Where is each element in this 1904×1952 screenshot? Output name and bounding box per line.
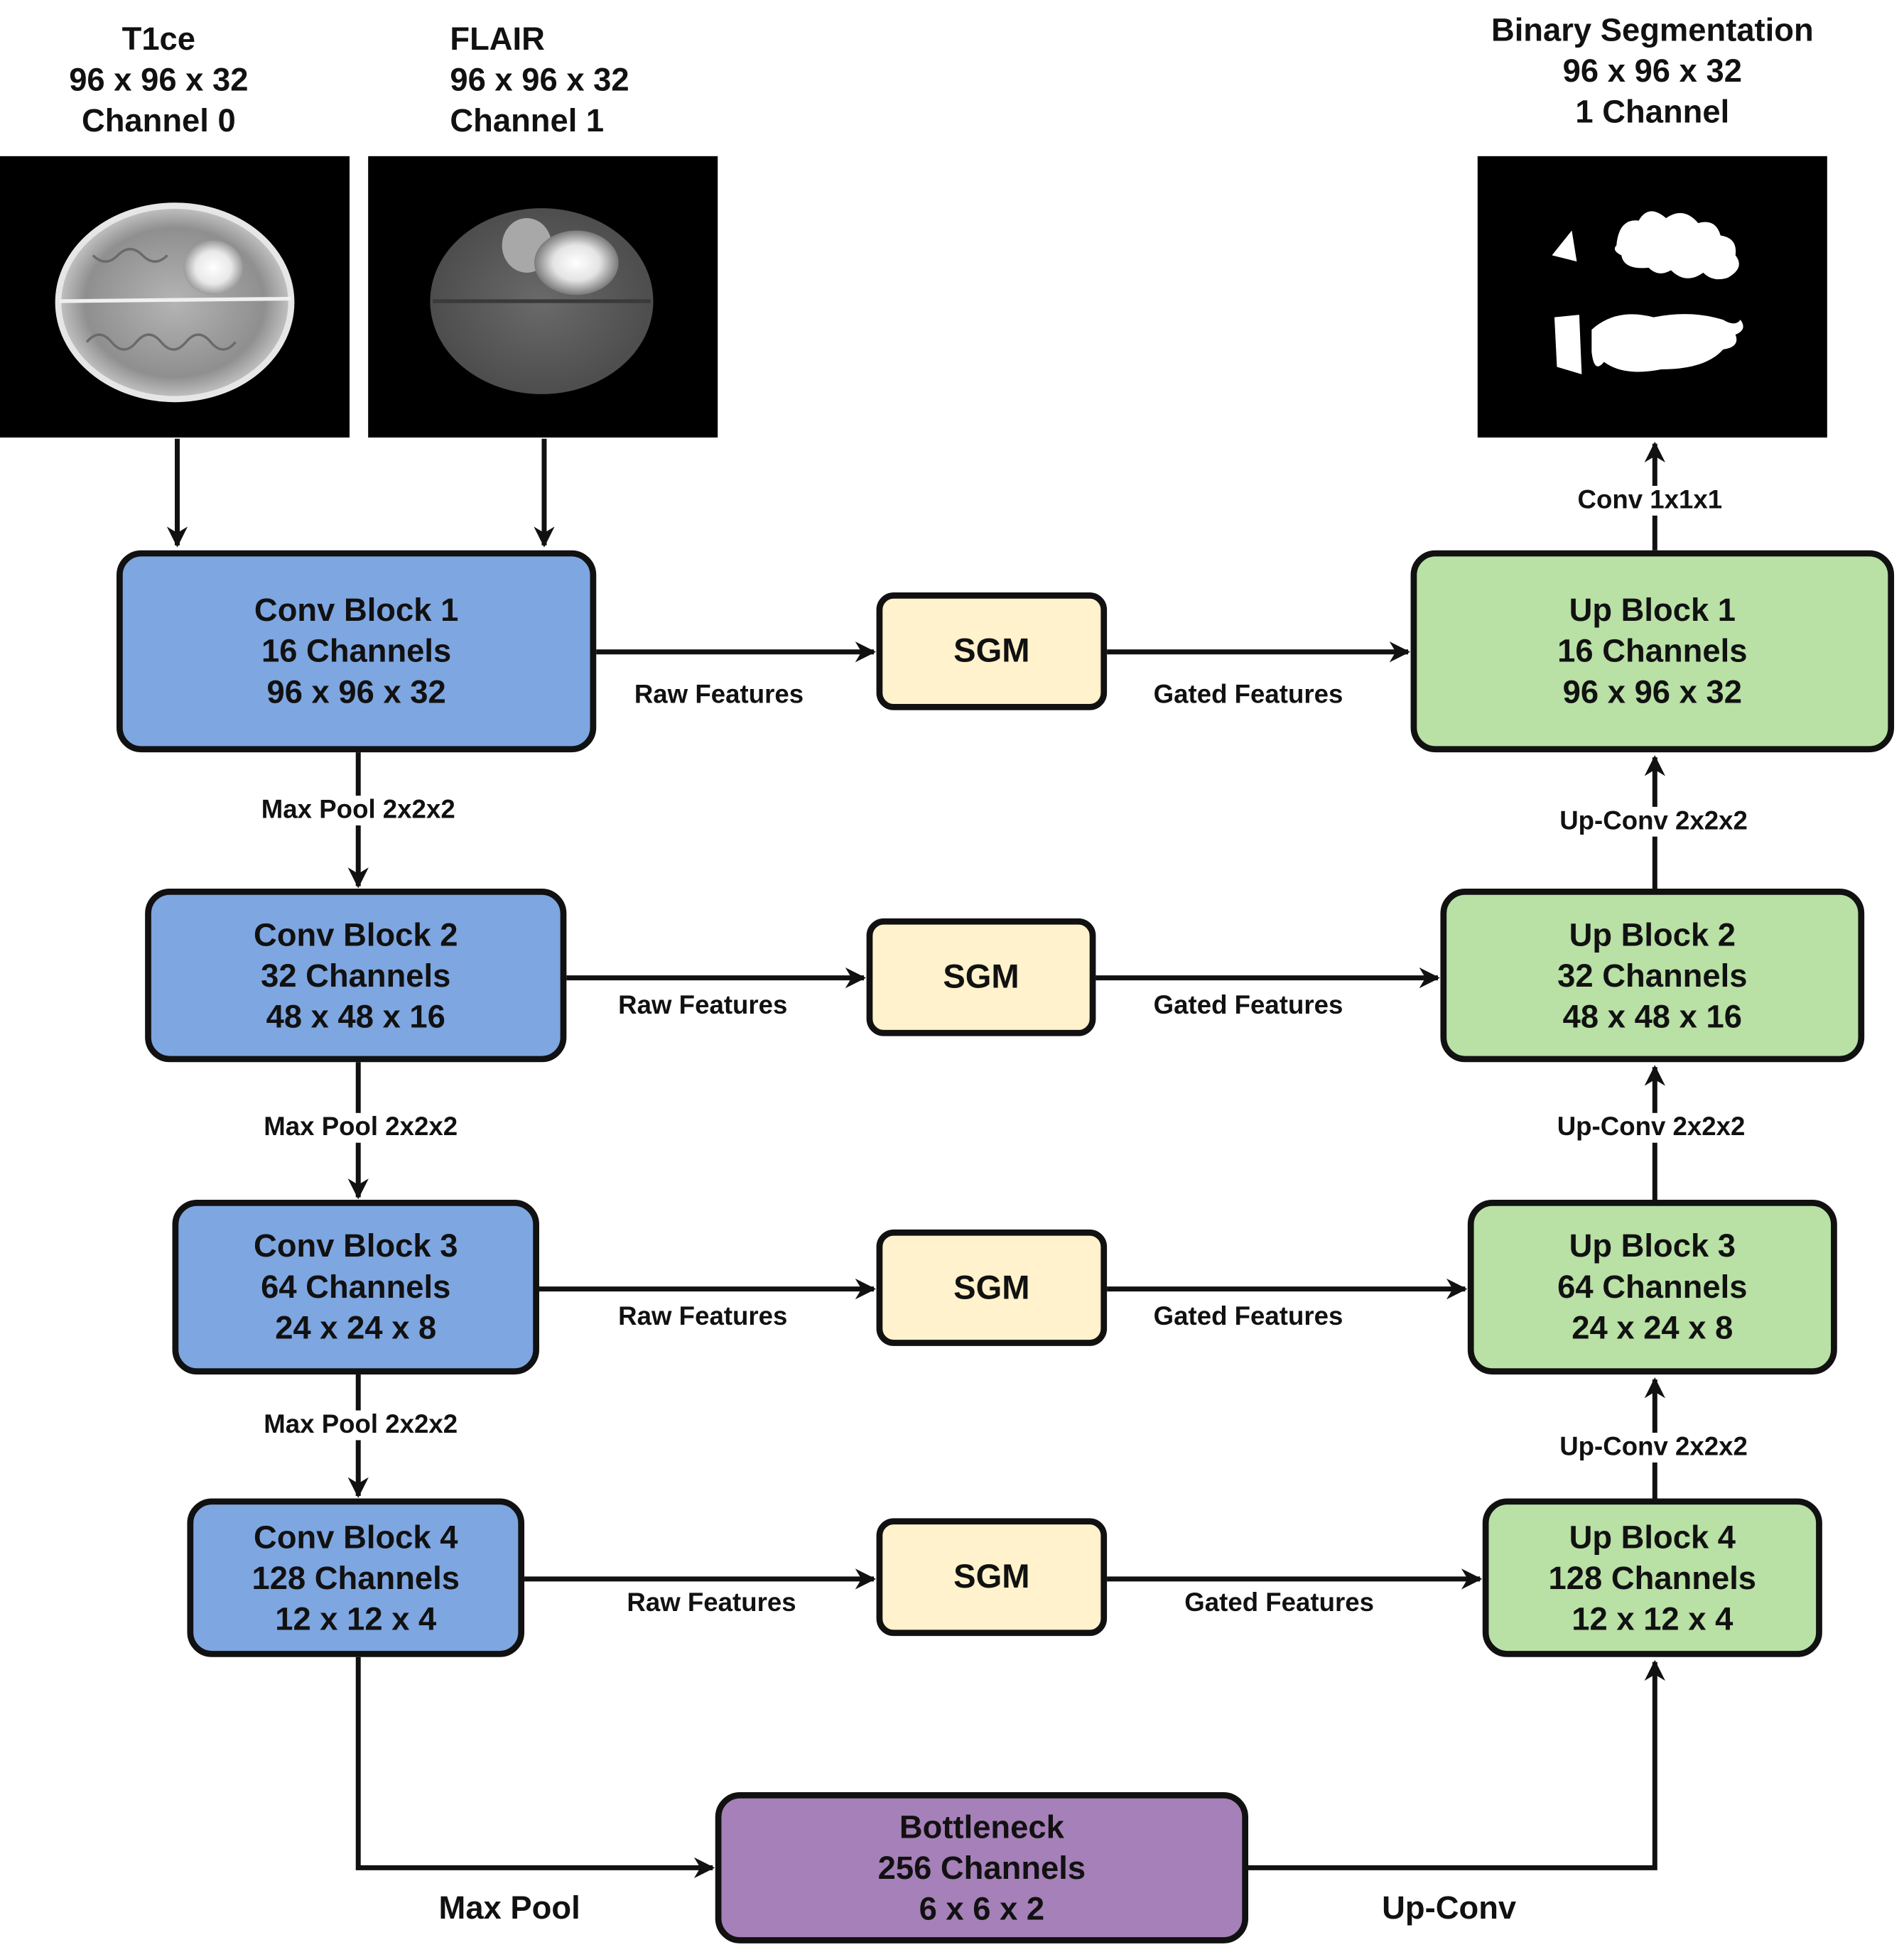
block-channels: 32 Channels xyxy=(1557,956,1748,994)
arrow-conv4-to-bottleneck xyxy=(355,1657,715,1879)
sgm-label: SGM xyxy=(953,631,1030,670)
sgm-block-1: SGM xyxy=(876,592,1108,710)
up-block-3: Up Block 3 64 Channels 24 x 24 x 8 xyxy=(1467,1199,1837,1374)
conv-block-1: Conv Block 1 16 Channels 96 x 96 x 32 xyxy=(117,550,597,753)
up-block-2: Up Block 2 32 Channels 48 x 48 x 16 xyxy=(1440,889,1865,1063)
raw-features-label-4: Raw Features xyxy=(627,1588,796,1617)
input-name: T1ce xyxy=(121,19,196,58)
gated-features-label-4: Gated Features xyxy=(1184,1588,1375,1617)
input-caption-flair: FLAIR 96 x 96 x 32 Channel 1 xyxy=(450,18,629,141)
sgm-label: SGM xyxy=(943,958,1019,996)
raw-features-label-2: Raw Features xyxy=(618,991,788,1020)
block-title: Conv Block 3 xyxy=(254,1227,458,1264)
block-size: 96 x 96 x 32 xyxy=(1562,673,1742,710)
block-title: Up Block 3 xyxy=(1569,1227,1736,1264)
block-title: Up Block 1 xyxy=(1569,591,1736,629)
sgm-block-3: SGM xyxy=(876,1229,1108,1346)
block-title: Conv Block 2 xyxy=(254,915,458,953)
block-title: Conv Block 4 xyxy=(254,1517,458,1555)
raw-features-label-1: Raw Features xyxy=(634,680,804,710)
gated-features-label-3: Gated Features xyxy=(1153,1302,1343,1331)
input-channel: Channel 1 xyxy=(450,102,605,139)
block-size: 12 x 12 x 4 xyxy=(275,1599,437,1637)
bottleneck-block: Bottleneck 256 Channels 6 x 6 x 2 xyxy=(715,1791,1249,1943)
conv-block-4: Conv Block 4 128 Channels 12 x 12 x 4 xyxy=(187,1498,525,1657)
upconv-label-3: Up-Conv 2x2x2 xyxy=(1557,1432,1751,1463)
block-channels: 16 Channels xyxy=(261,631,452,670)
block-title: Up Block 2 xyxy=(1569,915,1736,953)
conv-block-3: Conv Block 3 64 Channels 24 x 24 x 8 xyxy=(172,1199,539,1374)
block-channels: 64 Channels xyxy=(1557,1267,1748,1306)
upconv-label-1: Up-Conv 2x2x2 xyxy=(1557,806,1751,837)
block-channels: 128 Channels xyxy=(1548,1558,1757,1596)
sgm-label: SGM xyxy=(953,1558,1030,1595)
gated-features-label-2: Gated Features xyxy=(1153,991,1343,1020)
block-title: Up Block 4 xyxy=(1569,1517,1736,1555)
output-size: 96 x 96 x 32 xyxy=(1562,52,1742,90)
input-caption-t1ce: T1ce 96 x 96 x 32 Channel 0 xyxy=(60,18,258,141)
block-channels: 128 Channels xyxy=(251,1558,460,1596)
block-channels: 32 Channels xyxy=(261,956,451,994)
maxpool-label-1: Max Pool 2x2x2 xyxy=(259,796,458,826)
block-size: 96 x 96 x 32 xyxy=(266,673,446,710)
block-channels: 64 Channels xyxy=(261,1267,451,1306)
sgm-label: SGM xyxy=(953,1268,1030,1306)
conv-block-2: Conv Block 2 32 Channels 48 x 48 x 16 xyxy=(145,889,567,1063)
up-block-1: Up Block 1 16 Channels 96 x 96 x 32 xyxy=(1410,550,1895,753)
conv1x1-label: Conv 1x1x1 xyxy=(1575,485,1725,516)
flair-scan-image xyxy=(368,156,718,438)
t1ce-scan-image xyxy=(0,156,350,438)
up-block-4: Up Block 4 128 Channels 12 x 12 x 4 xyxy=(1482,1498,1822,1657)
block-title: Bottleneck xyxy=(899,1807,1064,1845)
input-size: 96 x 96 x 32 xyxy=(450,60,629,98)
block-title: Conv Block 1 xyxy=(254,591,459,629)
input-size: 96 x 96 x 32 xyxy=(69,60,249,98)
block-size: 24 x 24 x 8 xyxy=(1572,1308,1733,1346)
block-channels: 16 Channels xyxy=(1557,631,1748,670)
binary-segmentation-image xyxy=(1477,156,1827,438)
block-size: 6 x 6 x 2 xyxy=(919,1889,1045,1927)
gated-features-label-1: Gated Features xyxy=(1153,680,1343,710)
block-size: 48 x 48 x 16 xyxy=(266,997,445,1035)
sgm-block-2: SGM xyxy=(866,918,1096,1036)
output-channel: 1 Channel xyxy=(1575,92,1730,131)
upconv-from-bottleneck-label: Up-Conv xyxy=(1382,1889,1517,1926)
block-channels: 256 Channels xyxy=(877,1848,1086,1886)
input-name: FLAIR xyxy=(450,19,545,58)
block-size: 24 x 24 x 8 xyxy=(275,1308,437,1346)
raw-features-label-3: Raw Features xyxy=(618,1302,788,1331)
maxpool-label-2: Max Pool 2x2x2 xyxy=(261,1112,460,1143)
input-channel: Channel 0 xyxy=(81,102,236,139)
output-name: Binary Segmentation xyxy=(1491,11,1814,49)
block-size: 48 x 48 x 16 xyxy=(1562,997,1742,1035)
maxpool-label-3: Max Pool 2x2x2 xyxy=(261,1410,460,1441)
block-size: 12 x 12 x 4 xyxy=(1572,1599,1733,1637)
output-caption: Binary Segmentation 96 x 96 x 32 1 Chann… xyxy=(1466,10,1838,133)
maxpool-to-bottleneck-label: Max Pool xyxy=(438,1889,580,1926)
arrow-bottleneck-to-up4 xyxy=(1248,1659,1665,1870)
sgm-block-4: SGM xyxy=(876,1518,1108,1637)
upconv-label-2: Up-Conv 2x2x2 xyxy=(1554,1112,1748,1143)
